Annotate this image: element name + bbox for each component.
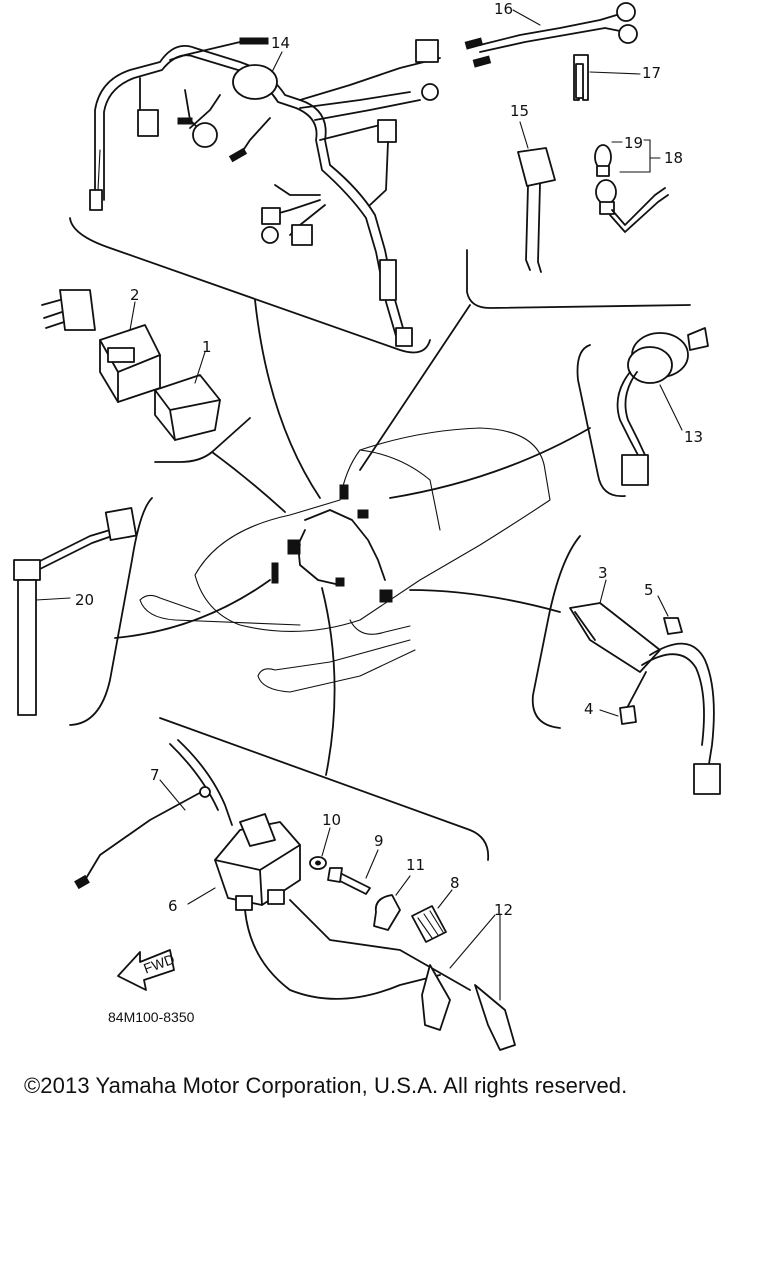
callout-20: 20 xyxy=(75,591,94,609)
callout-15: 15 xyxy=(510,102,529,120)
parts-diagram: 14 16 17 15 19 18 xyxy=(13,0,721,1051)
callout-14: 14 xyxy=(271,34,290,52)
snowmobile-outline xyxy=(114,299,591,776)
callout-12: 12 xyxy=(494,901,513,919)
relay-connector-panel: 2 1 xyxy=(41,286,251,463)
sensor-panel: 20 xyxy=(13,497,153,726)
callout-19: 19 xyxy=(624,134,643,152)
callout-7: 7 xyxy=(150,766,160,784)
main-switch-panel: 13 xyxy=(576,327,709,498)
callout-1: 1 xyxy=(202,338,212,356)
callout-9: 9 xyxy=(374,832,384,850)
callout-4: 4 xyxy=(584,700,594,718)
regulator-panel: 5 4 3 xyxy=(531,535,721,795)
drawing-code: 84M100-8350 xyxy=(108,1009,195,1025)
wire-harness-panel: 14 xyxy=(69,34,441,354)
callout-17: 17 xyxy=(642,64,661,82)
callout-10: 10 xyxy=(322,811,341,829)
accessory-panel: 16 17 15 19 18 xyxy=(464,0,691,309)
callout-13: 13 xyxy=(684,428,703,446)
copyright-notice: ©2013 Yamaha Motor Corporation, U.S.A. A… xyxy=(24,1073,628,1098)
callout-16: 16 xyxy=(494,0,513,18)
callout-3: 3 xyxy=(598,564,608,582)
callout-5: 5 xyxy=(644,581,654,599)
callout-11: 11 xyxy=(406,856,425,874)
ignition-panel: 7 6 12 10 9 11 8 FWD xyxy=(74,717,516,1051)
callout-6: 6 xyxy=(168,897,178,915)
callout-18: 18 xyxy=(664,149,683,167)
callout-8: 8 xyxy=(450,874,460,892)
callout-2: 2 xyxy=(130,286,140,304)
